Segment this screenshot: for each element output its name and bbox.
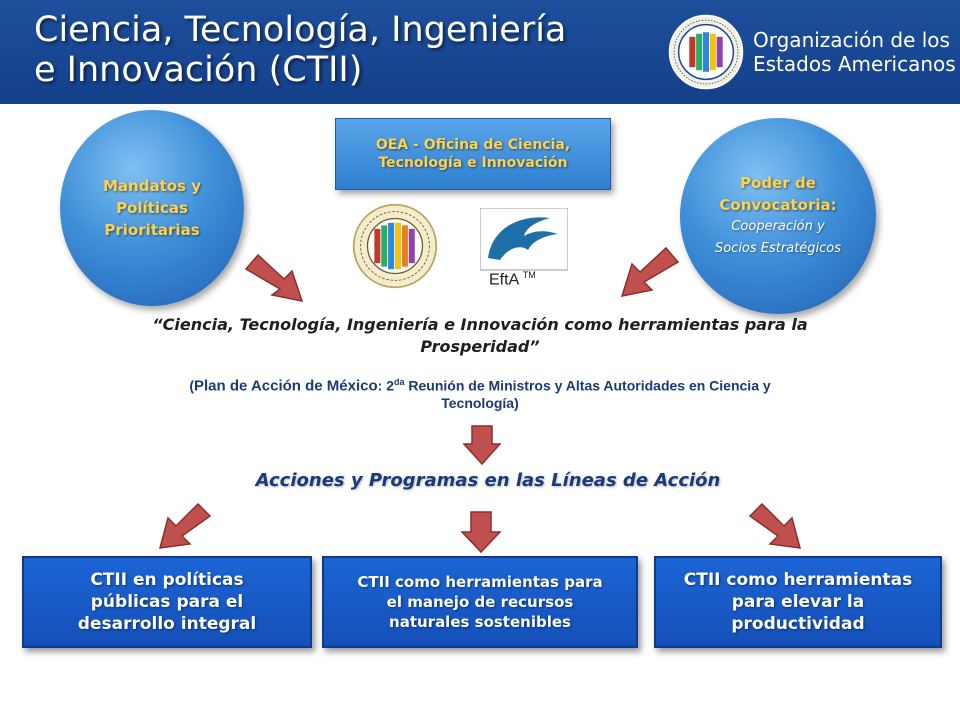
oea-office-box: OEA - Oficina de Ciencia, Tecnología e I… [335, 118, 611, 190]
efta-label: EftA TM [489, 270, 536, 289]
mandatos-line-1: Mandatos y [103, 177, 201, 195]
plan-de-accion-reference: (Plan de Acción de México: 2da Reunión d… [80, 374, 880, 411]
panel-3-line-2: para elevar la [731, 592, 865, 612]
panel-1-line-3: desarrollo integral [77, 614, 257, 634]
panel-recursos-naturales: CTII como herramientas para el manejo de… [322, 556, 638, 648]
panel-2-line-2: el manejo de recursos [386, 593, 574, 611]
panel-1-line-1: CTII en políticas [90, 570, 244, 590]
convocatoria-bubble: Poder de Convocatoria: Cooperación y Soc… [680, 118, 876, 314]
plan-superscript: da [394, 377, 405, 387]
plan-rest: Reunión de Ministros y Altas Autoridades… [404, 377, 771, 394]
slide-title: Ciencia, Tecnología, Ingeniería e Innova… [34, 10, 566, 90]
arrow-down-right-icon [748, 502, 802, 549]
panel-3-line-1: CTII como herramientas [683, 570, 913, 590]
title-line-1: Ciencia, Tecnología, Ingeniería [34, 10, 567, 50]
plan-line-2: Tecnología) [441, 394, 519, 411]
org-name-line-2: Estados Americanos [753, 52, 956, 76]
panel-2-line-1: CTII como herramientas para [357, 573, 603, 591]
oea-office-line-2: Tecnología e Innovación [378, 155, 568, 171]
oas-seal-icon [668, 14, 744, 90]
efta-tm: TM [522, 270, 536, 280]
panel-politicas-publicas: CTII en políticas públicas para el desar… [22, 556, 312, 648]
convocatoria-line-1: Poder de [740, 174, 816, 192]
convocatoria-line-4: Socios Estratégicos [714, 241, 842, 256]
arrow-down-right-left-icon [244, 253, 304, 302]
arrow-down-left-right-icon [620, 246, 680, 297]
org-name-line-1: Organización de los [753, 28, 950, 52]
header-banner: Ciencia, Tecnología, Ingeniería e Innova… [0, 0, 960, 104]
mandatos-line-3: Prioritarias [104, 221, 200, 239]
quote-line-1: “Ciencia, Tecnología, Ingeniería e Innov… [152, 315, 808, 334]
convocatoria-line-3: Cooperación y [731, 219, 825, 234]
plan-lead: Plan de Acción de México [193, 377, 378, 395]
quote-line-2: Prosperidad” [420, 337, 540, 356]
panel-3-line-3: productividad [731, 614, 865, 634]
arrow-down-middle-icon [460, 511, 502, 554]
plan-open-paren: ( [189, 377, 194, 394]
acciones-heading: Acciones y Programas en las Líneas de Ac… [255, 470, 721, 491]
panel-productividad: CTII como herramientas para elevar la pr… [654, 556, 942, 648]
arrow-down-left-icon [158, 502, 212, 549]
mandatos-line-2: Políticas [116, 199, 188, 217]
prosperity-quote: “Ciencia, Tecnología, Ingeniería e Innov… [60, 314, 900, 358]
oas-seal-large-icon [352, 203, 438, 289]
arrow-down-center-icon [462, 425, 502, 466]
plan-mid: : 2 [377, 377, 394, 394]
title-line-2: e Innovación (CTII) [34, 50, 363, 90]
organization-name: Organización de los Estados Americanos [753, 28, 956, 76]
convocatoria-line-2: Convocatoria: [719, 196, 837, 214]
panel-2-line-3: naturales sostenibles [389, 613, 571, 631]
oea-office-line-1: OEA - Oficina de Ciencia, [375, 137, 571, 153]
mandatos-bubble: Mandatos y Políticas Prioritarias [60, 110, 244, 306]
efta-text: EftA [489, 271, 519, 289]
efta-eagle-logo-icon [480, 208, 568, 271]
panel-1-line-2: públicas para el [90, 592, 244, 612]
